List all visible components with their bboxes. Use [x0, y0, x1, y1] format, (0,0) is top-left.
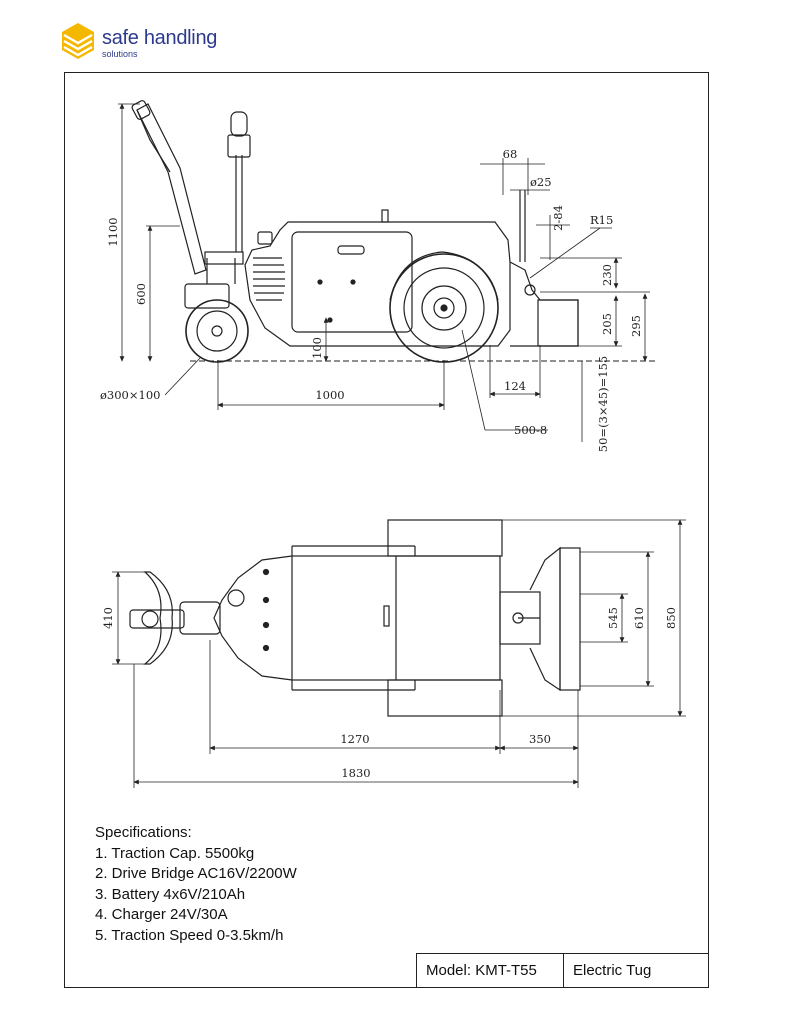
dim-rear-wheel: 500-8 [514, 423, 547, 437]
brand-subtitle: solutions [102, 49, 138, 59]
top-view [129, 519, 581, 717]
rear-fender [389, 251, 499, 301]
dim-wheelbase: 1000 [315, 388, 344, 402]
top-wheel-upper [387, 519, 503, 557]
product-type-label: Electric Tug [573, 962, 652, 979]
model-label: Model: KMT-T55 [417, 954, 564, 987]
dim-hitch-length: 350 [529, 732, 551, 746]
vent-grille [253, 257, 285, 301]
dim-overall-length: 1830 [341, 766, 370, 780]
dim-hitch-top: 230 [600, 264, 614, 286]
dim-plate-width: 610 [632, 607, 646, 629]
spec-item: 4. Charger 24V/30A [95, 906, 228, 923]
side-dimensions [118, 103, 650, 442]
dim-hitch-total: 295 [629, 315, 643, 337]
dim-plate-inner: 545 [606, 607, 620, 629]
beacon-light [227, 111, 251, 252]
spec-item: 3. Battery 4x6V/210Ah [95, 885, 246, 903]
side-panel [291, 231, 413, 333]
dim-overall-width: 850 [664, 607, 678, 629]
dimension-labels: 1100 600 100 1000 ø300×100 500-8 124 68 … [100, 147, 678, 780]
rear-hitch [509, 190, 579, 347]
drawing-frame [64, 72, 709, 988]
dim-handle-height: 600 [134, 283, 148, 305]
brand-name: safe handling [102, 27, 218, 49]
dim-pin-spacing: 2-84 [551, 205, 565, 231]
tiller-handle [131, 100, 207, 275]
top-hitch-plate [499, 546, 581, 692]
specifications-block: Specifications: 1. Traction Cap. 5500kg … [95, 823, 297, 946]
front-caster-wheel [184, 251, 249, 363]
dim-overall-height: 1100 [106, 217, 120, 246]
spec-item: 5. Traction Speed 0-3.5km/h [95, 926, 284, 944]
dim-ground-clearance: 100 [310, 337, 324, 359]
brand-logo: safe handling solutions [60, 20, 260, 64]
top-wheel-lower [387, 679, 503, 717]
dim-front-wheel: ø300×100 [100, 388, 160, 402]
dim-body-length: 1270 [340, 732, 369, 746]
dim-hitch-width: 68 [503, 147, 518, 161]
title-block: Model: KMT-T55 Electric Tug [416, 953, 708, 987]
top-tiller [129, 571, 221, 665]
spec-item: 2. Drive Bridge AC16V/2200W [95, 865, 297, 882]
dim-pin-diameter: ø25 [530, 175, 552, 189]
dim-handle-width: 410 [101, 607, 115, 629]
specifications-heading: Specifications: [95, 824, 192, 841]
dim-hitch-adjust: 50=(3×45)=155 [596, 356, 610, 452]
side-view [131, 100, 655, 363]
logo-cube-icon [62, 23, 94, 59]
top-nose [213, 555, 293, 681]
dim-hitch-bottom: 205 [600, 313, 614, 335]
top-dimensions [112, 519, 686, 788]
dim-radius: R15 [590, 213, 613, 227]
spec-item: 1. Traction Cap. 5500kg [95, 844, 255, 862]
dim-hitch-offset: 124 [504, 379, 526, 393]
side-handle [337, 245, 365, 255]
chassis-body [244, 221, 511, 347]
